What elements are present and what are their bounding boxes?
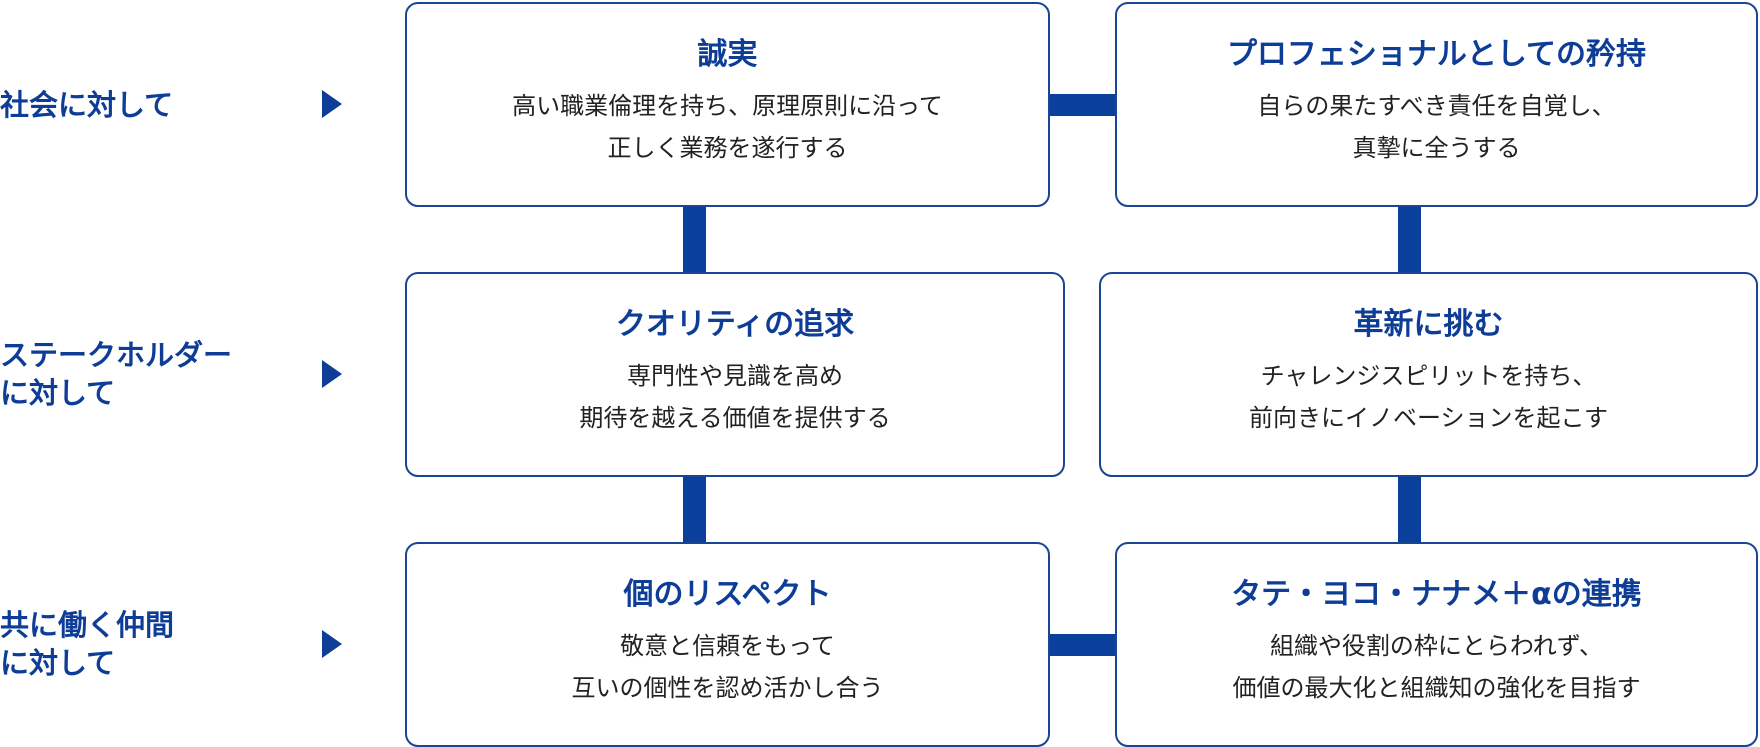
- connector-right-2-3: [1398, 475, 1421, 544]
- row-label-society: 社会に対して: [0, 88, 174, 122]
- value-description: 専門性や見識を高め 期待を越える価値を提供する: [579, 362, 891, 432]
- value-box-respect: 個のリスペクト 敬意と信頼をもって 互いの個性を認め活かし合う: [405, 542, 1050, 747]
- value-description: チャレンジスピリットを持ち、 前向きにイノベーションを起こす: [1248, 362, 1609, 432]
- value-title: 誠実: [697, 37, 758, 72]
- row-arrow-colleagues: [322, 630, 342, 658]
- value-box-integrity: 誠実 高い職業倫理を持ち、原理原則に沿って 正しく業務を遂行する: [405, 2, 1050, 207]
- value-title: 革新に挑む: [1353, 307, 1504, 342]
- connector-row3: [1048, 634, 1118, 656]
- value-title: プロフェショナルとしての矜持: [1226, 37, 1647, 72]
- value-box-professional-pride: プロフェショナルとしての矜持 自らの果たすべき責任を自覚し、 真摯に全うする: [1115, 2, 1758, 207]
- value-title: タテ・ヨコ・ナナメ＋αの連携: [1231, 577, 1642, 612]
- value-description: 高い職業倫理を持ち、原理原則に沿って 正しく業務を遂行する: [512, 92, 943, 162]
- value-title: クオリティの追求: [615, 307, 855, 342]
- value-title: 個のリスペクト: [623, 577, 832, 612]
- value-box-innovation: 革新に挑む チャレンジスピリットを持ち、 前向きにイノベーションを起こす: [1099, 272, 1758, 477]
- value-description: 敬意と信頼をもって 互いの個性を認め活かし合う: [571, 632, 884, 702]
- value-box-collaboration: タテ・ヨコ・ナナメ＋αの連携 組織や役割の枠にとらわれず、 価値の最大化と組織知…: [1115, 542, 1758, 747]
- row-arrow-stakeholders: [322, 360, 342, 388]
- connector-right-1-2: [1398, 205, 1421, 273]
- row-label-colleagues: 共に働く仲間 に対して: [0, 608, 175, 680]
- connector-left-2-3: [683, 475, 706, 544]
- row-label-stakeholders: ステークホルダー に対して: [0, 338, 233, 410]
- row-arrow-society: [322, 90, 342, 118]
- value-description: 組織や役割の枠にとらわれず、 価値の最大化と組織知の強化を目指す: [1232, 632, 1641, 702]
- connector-row1: [1048, 94, 1118, 116]
- value-description: 自らの果たすべき責任を自覚し、 真摯に全うする: [1257, 92, 1616, 162]
- value-box-quality: クオリティの追求 専門性や見識を高め 期待を越える価値を提供する: [405, 272, 1065, 477]
- connector-left-1-2: [683, 205, 706, 273]
